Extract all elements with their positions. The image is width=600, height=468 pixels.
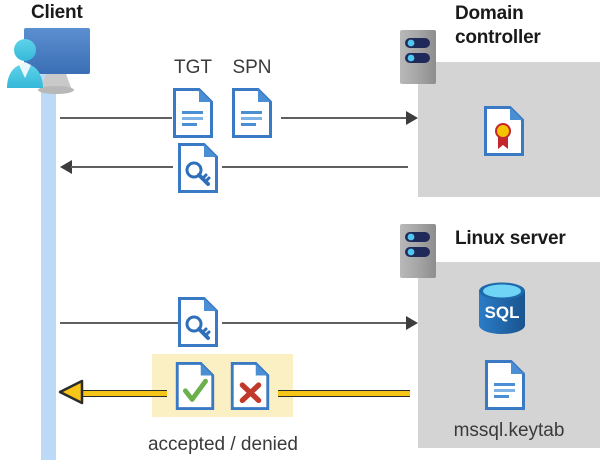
sql-caption: SQL	[485, 303, 520, 322]
document-check-icon	[175, 362, 215, 410]
present-ticket-arrowhead	[406, 316, 418, 330]
request-arrowhead	[406, 111, 418, 125]
domain-controller-label-line2: controller	[455, 27, 541, 48]
linux-server-label: Linux server	[455, 228, 566, 249]
linux-server-server-icon	[400, 224, 436, 278]
service-ticket-document-key-icon	[178, 143, 218, 193]
spn-label: SPN	[232, 57, 272, 78]
auth-result-arrowhead	[58, 379, 84, 405]
present-ticket-line-right	[222, 322, 408, 324]
auth-result-highlight	[152, 354, 293, 417]
auth-result-line-left	[78, 390, 167, 397]
tgt-document-icon	[173, 88, 213, 138]
ticket-response-line-left	[71, 166, 173, 168]
domain-controller-label-line1: Domain	[455, 3, 524, 24]
keytab-caption: mssql.keytab	[453, 420, 565, 441]
present-ticket-line-left	[60, 322, 178, 324]
tgt-label: TGT	[174, 57, 212, 78]
present-ticket-document-key-icon	[178, 297, 218, 347]
client-workstation-icon	[2, 26, 102, 98]
auth-result-line-right	[278, 390, 410, 397]
request-line-left	[60, 117, 172, 119]
keytab-document-icon	[485, 360, 525, 410]
domain-controller-server-icon	[400, 30, 436, 84]
ticket-response-line-right	[222, 166, 408, 168]
ticket-response-arrowhead	[60, 160, 72, 174]
spn-document-icon	[232, 88, 272, 138]
client-label: Client	[31, 2, 83, 23]
document-cross-icon	[230, 362, 270, 410]
sql-database-icon: SQL	[476, 281, 528, 335]
request-line-right	[281, 117, 408, 119]
auth-result-caption: accepted / denied	[147, 434, 298, 455]
client-lifeline	[41, 74, 56, 460]
document-certificate-icon	[484, 106, 524, 156]
